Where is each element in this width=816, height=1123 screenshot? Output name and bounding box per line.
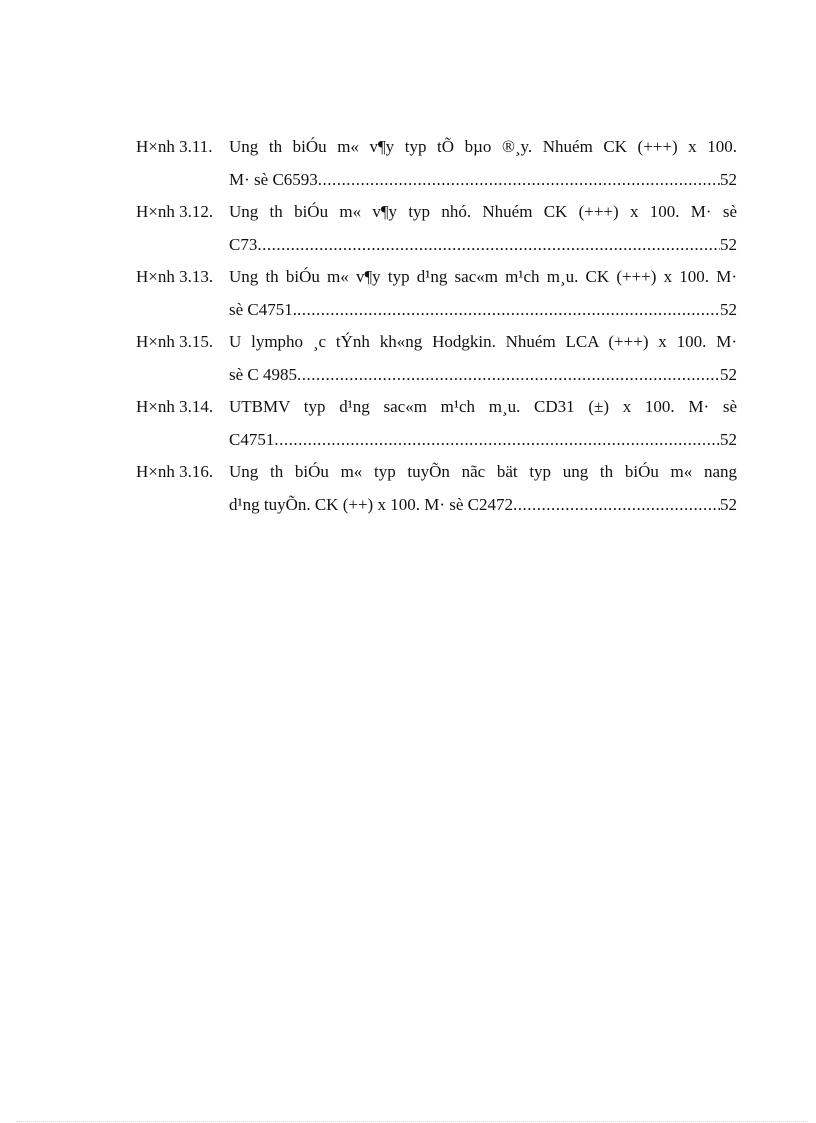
page-bottom-dotted-rule — [16, 1121, 808, 1122]
dot-leader — [513, 489, 720, 522]
dot-leader — [297, 359, 720, 392]
figure-label: H×nh 3.11. — [136, 137, 213, 156]
figure-caption-line2: d¹ng tuyÕn. CK (++) x 100. M· sè C2472 5… — [229, 489, 737, 522]
figure-caption-continuation: sè C4751. — [229, 299, 297, 319]
figure-entry-3-12[interactable]: H×nh 3.12. Ung th biÓu m« v¶y typ nhó. N… — [136, 196, 737, 261]
page-number: 52 — [720, 299, 737, 319]
figure-caption-continuation: sè C 4985 — [229, 364, 297, 384]
figure-label: H×nh 3.16. — [136, 462, 214, 481]
figure-entry-3-14[interactable]: H×nh 3.14. UTBMV typ d¹ng sac«m m¹ch m¸u… — [136, 391, 737, 456]
figure-caption-line2: M· sè C6593 52 — [229, 164, 737, 197]
figure-caption-line1: Ung th biÓu m« v¶y typ d¹ng sac«m m¹ch m… — [229, 267, 737, 286]
figure-caption-line1: Ung th biÓu m« typ tuyÕn nãc bät typ ung… — [229, 462, 737, 481]
figure-caption-continuation: M· sè C6593 — [229, 169, 318, 189]
figure-caption-line2: sè C4751. 52 — [229, 294, 737, 327]
figure-caption-continuation: C4751 — [229, 429, 275, 449]
figure-entry-3-15[interactable]: H×nh 3.15. U lympho ¸c tÝnh kh«ng Hodgki… — [136, 326, 737, 391]
figure-caption-line1: UTBMV typ d¹ng sac«m m¹ch m¸u. CD31 (±) … — [229, 397, 737, 416]
dot-leader — [318, 164, 720, 197]
figure-caption-line1: U lympho ¸c tÝnh kh«ng Hodgkin. Nhuém LC… — [229, 332, 737, 351]
figure-caption-line1: Ung th biÓu m« v¶y typ tÕ bµo ®¸y. Nhuém… — [229, 137, 737, 156]
dot-leader — [274, 424, 720, 457]
figure-caption-continuation: C73 — [229, 234, 258, 254]
page-number: 52 — [720, 429, 737, 449]
page-number: 52 — [720, 234, 737, 254]
figure-label: H×nh 3.12. — [136, 202, 214, 221]
page-number: 52 — [720, 169, 737, 189]
figure-label: H×nh 3.14. — [136, 397, 214, 416]
figure-entry-3-13[interactable]: H×nh 3.13. Ung th biÓu m« v¶y typ d¹ng s… — [136, 261, 737, 326]
figure-label: H×nh 3.13. — [136, 267, 214, 286]
list-of-figures: H×nh 3.11. Ung th biÓu m« v¶y typ tÕ bµo… — [136, 131, 737, 521]
figure-entry-3-11[interactable]: H×nh 3.11. Ung th biÓu m« v¶y typ tÕ bµo… — [136, 131, 737, 196]
page-number: 52 — [720, 364, 737, 384]
dot-leader — [297, 294, 720, 327]
figure-caption-continuation: d¹ng tuyÕn. CK (++) x 100. M· sè C2472 — [229, 494, 513, 514]
page-number: 52 — [720, 494, 737, 514]
figure-caption-line2: sè C 4985 52 — [229, 359, 737, 392]
figure-caption-line2: C73 52 — [229, 229, 737, 262]
figure-label: H×nh 3.15. — [136, 332, 214, 351]
figure-caption-line2: C4751 52 — [229, 424, 737, 457]
figure-caption-line1: Ung th biÓu m« v¶y typ nhó. Nhuém CK (++… — [229, 202, 737, 221]
dot-leader — [257, 229, 720, 262]
figure-entry-3-16[interactable]: H×nh 3.16. Ung th biÓu m« typ tuyÕn nãc … — [136, 456, 737, 521]
